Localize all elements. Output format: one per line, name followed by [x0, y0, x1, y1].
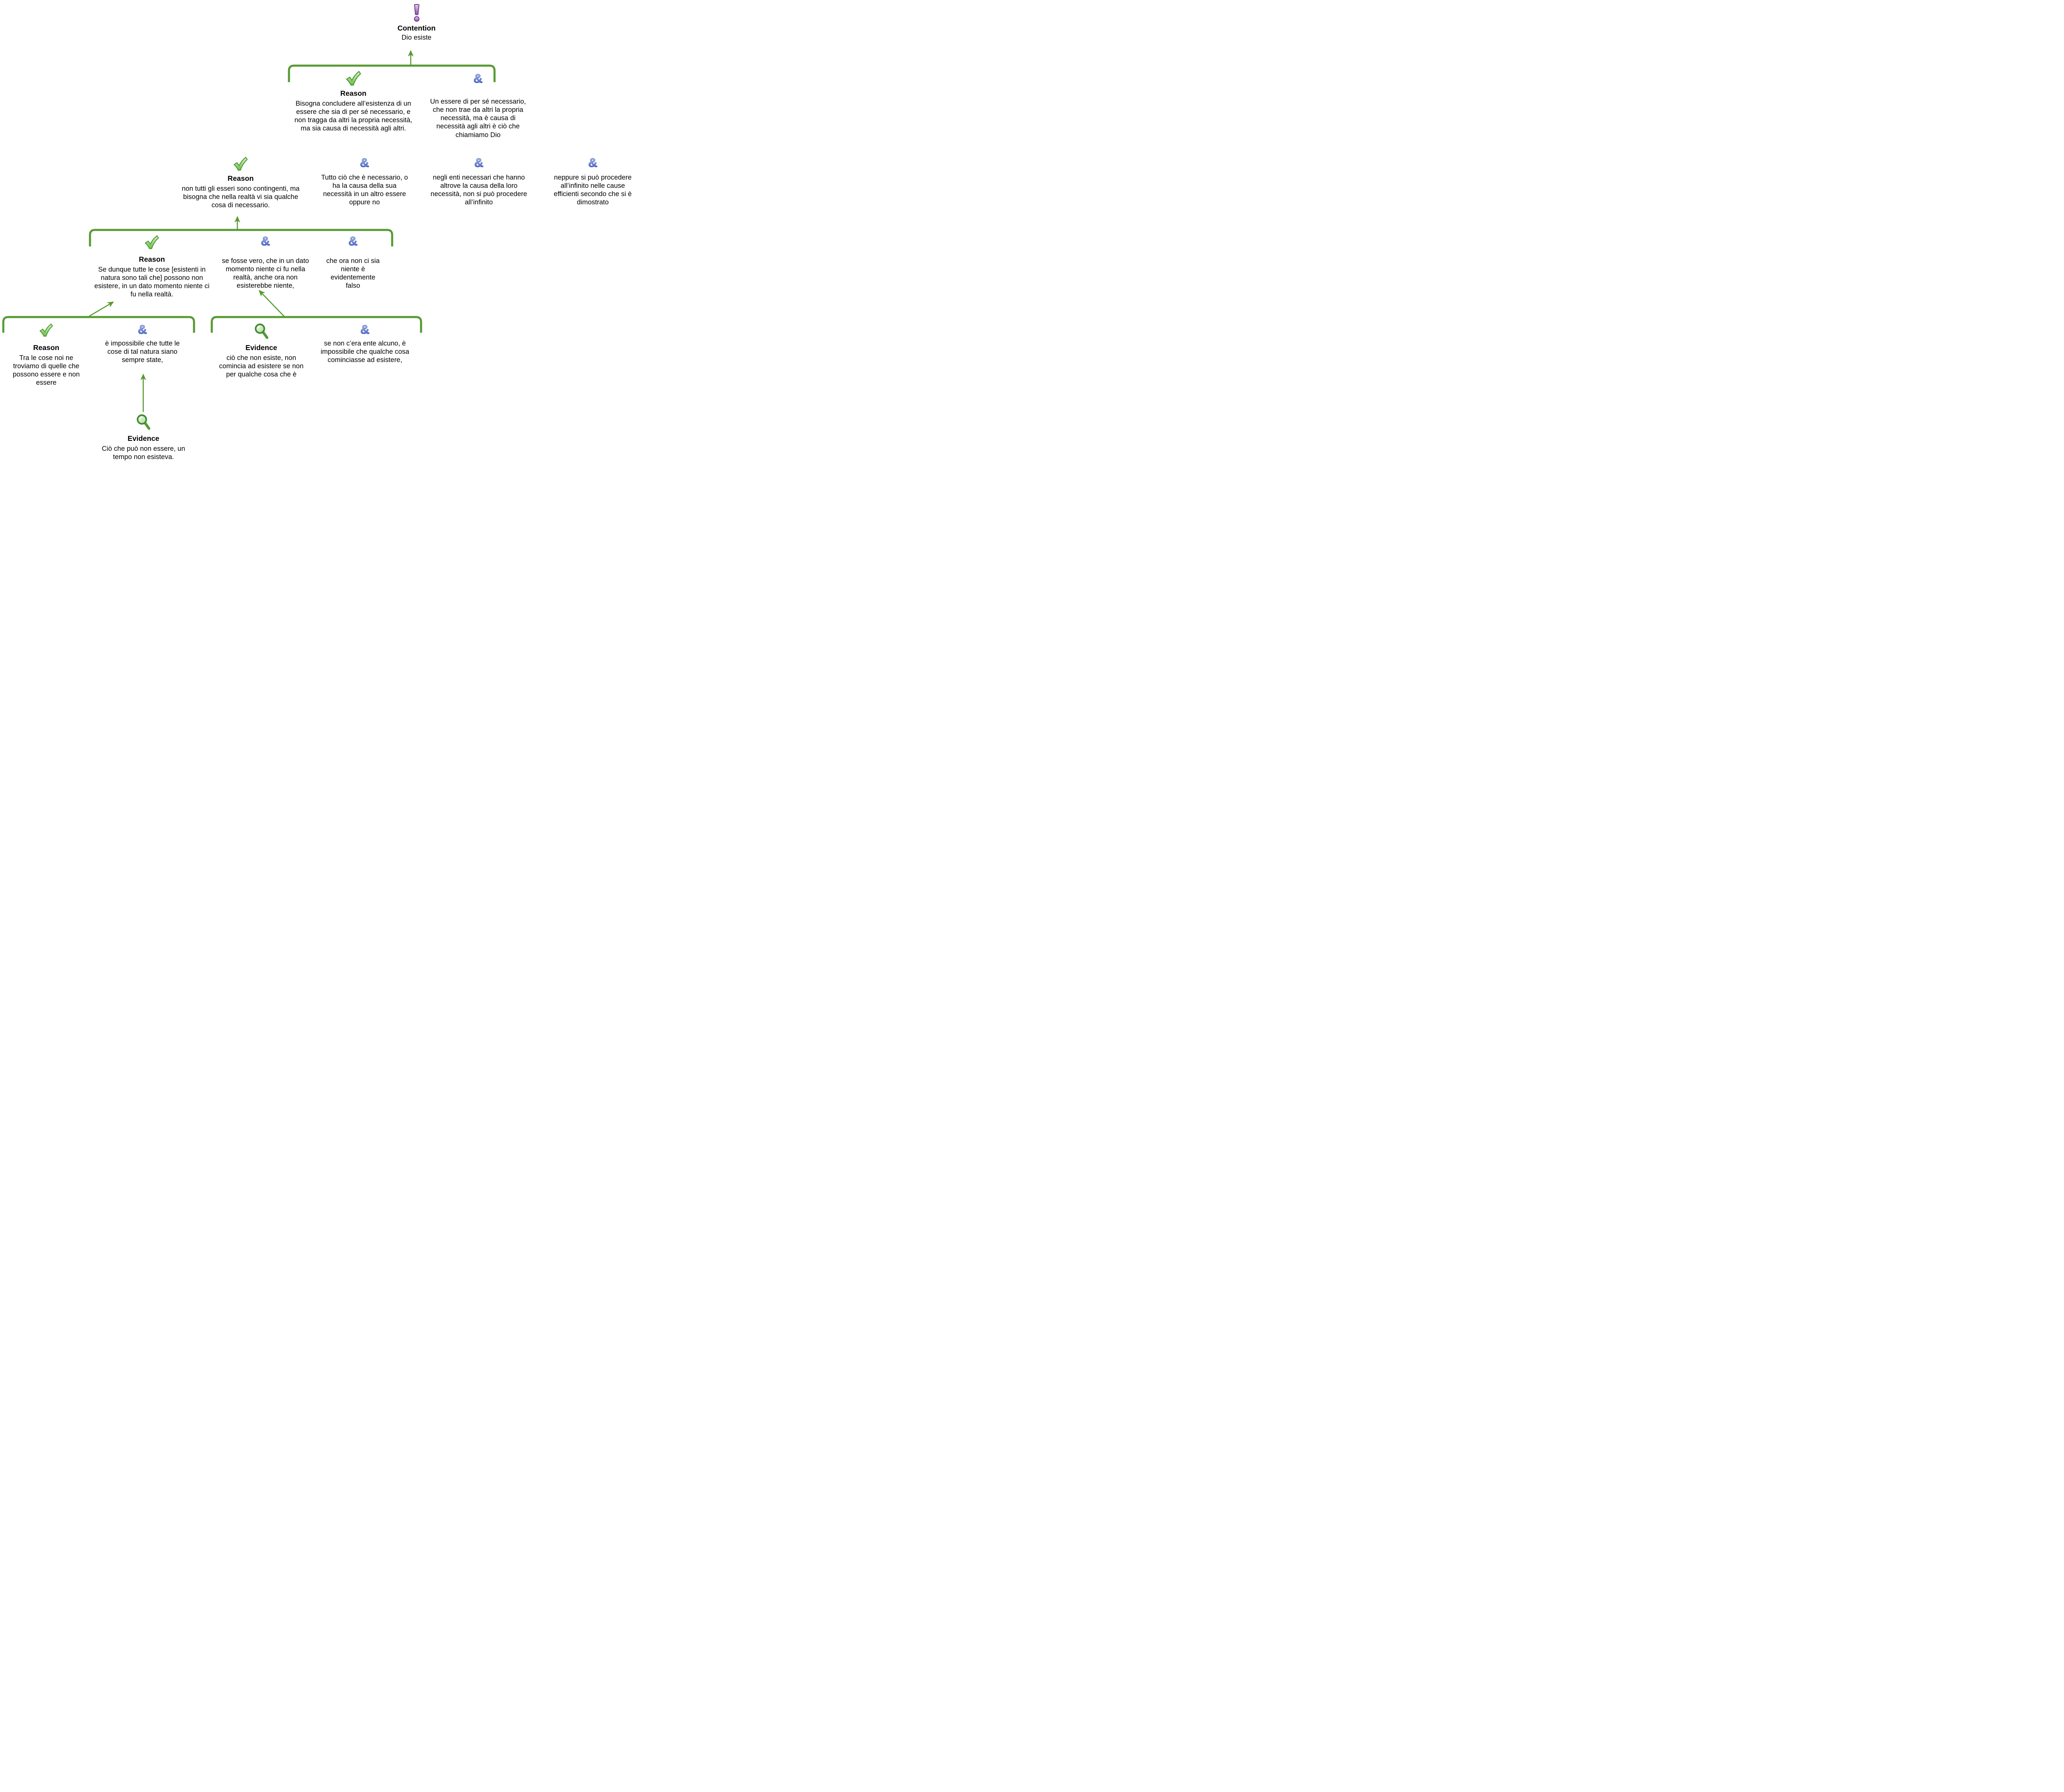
check-icon	[345, 70, 362, 87]
svg-text:&: &	[473, 72, 483, 85]
node-text: è impossibile che tutte le cose di tal n…	[105, 340, 180, 364]
magnifier-icon	[135, 414, 151, 431]
ampersand-icon: &	[473, 71, 483, 86]
svg-text:&: &	[360, 323, 369, 336]
node-title: Reason	[33, 343, 59, 352]
node-text: Se dunque tutte le cose [esistenti in na…	[94, 266, 210, 298]
node-conjunct-3[interactable]: & negli enti necessari che hanno altrove …	[429, 155, 528, 207]
node-conjunct-1[interactable]: & Un essere di per sé necessario, che non…	[426, 71, 530, 139]
svg-text:&: &	[138, 323, 147, 336]
node-conjunct-5[interactable]: & se fosse vero, che in un dato momento n…	[220, 234, 311, 290]
node-title: Contention	[397, 24, 436, 32]
node-title: Reason	[227, 174, 254, 182]
ampersand-icon: &	[260, 234, 271, 249]
node-text: Tra le cose noi ne troviamo di quelle ch…	[12, 354, 80, 387]
node-text: Dio esiste	[401, 34, 432, 41]
arrow-to-conjunct-5	[258, 290, 284, 317]
node-conjunct-8[interactable]: & se non c’era ente alcuno, è impossibile…	[318, 322, 412, 364]
node-text: se fosse vero, che in un dato momento ni…	[222, 257, 309, 290]
node-text: non tutti gli esseri sono contingenti, m…	[182, 185, 300, 209]
node-text: Tutto ciò che è necessario, o ha la caus…	[321, 174, 408, 206]
magnifier-icon	[253, 323, 270, 340]
node-reason-3[interactable]: Reason Se dunque tutte le cose [esistenti…	[94, 234, 210, 299]
svg-text:&: &	[348, 234, 357, 248]
node-text: Bisogna concludere all’esistenza di un e…	[294, 100, 412, 133]
node-conjunct-4[interactable]: & neppure si può procedere all’infinito n…	[548, 155, 638, 207]
node-title: Evidence	[128, 434, 159, 443]
ampersand-icon: &	[137, 322, 148, 337]
ampersand-icon: &	[348, 234, 358, 249]
node-evidence-1[interactable]: Evidence ciò che non esiste, non comincia…	[215, 323, 308, 379]
arrow-to-reason-3	[89, 301, 114, 317]
node-conjunct-2[interactable]: & Tutto ciò che è necessario, o ha la cau…	[319, 155, 410, 207]
node-text: che ora non ci sia niente è evidentement…	[326, 257, 380, 290]
svg-text:&: &	[261, 234, 270, 248]
connector-layer	[2, 50, 496, 412]
svg-text:&: &	[588, 156, 597, 169]
node-reason-2[interactable]: Reason non tutti gli esseri sono continge…	[179, 156, 303, 209]
node-conjunct-6[interactable]: & che ora non ci sia niente è evidentemen…	[325, 234, 381, 290]
node-title: Evidence	[245, 343, 277, 352]
ampersand-icon: &	[473, 155, 484, 170]
ampersand-icon: &	[360, 322, 370, 337]
check-icon	[144, 234, 160, 250]
node-text: negli enti necessari che hanno altrove l…	[431, 174, 527, 206]
node-title: Reason	[340, 89, 367, 97]
svg-text:&: &	[360, 156, 369, 169]
exclamation-icon	[411, 3, 422, 22]
node-text: se non c’era ente alcuno, è impossibile …	[320, 340, 409, 364]
check-icon	[38, 323, 54, 338]
node-title: Reason	[139, 255, 165, 263]
ampersand-icon: &	[359, 155, 370, 170]
ampersand-icon: &	[587, 155, 598, 170]
node-conjunct-7[interactable]: & è impossibile che tutte le cose di tal …	[103, 322, 182, 364]
check-icon	[232, 156, 249, 172]
node-text: ciò che non esiste, non comincia ad esis…	[219, 354, 304, 379]
node-text: neppure si può procedere all’infinito ne…	[554, 174, 632, 206]
node-text: Ciò che può non essere, un tempo non esi…	[102, 445, 185, 461]
svg-text:&: &	[474, 156, 483, 169]
node-text: Un essere di per sé necessario, che non …	[430, 98, 526, 139]
